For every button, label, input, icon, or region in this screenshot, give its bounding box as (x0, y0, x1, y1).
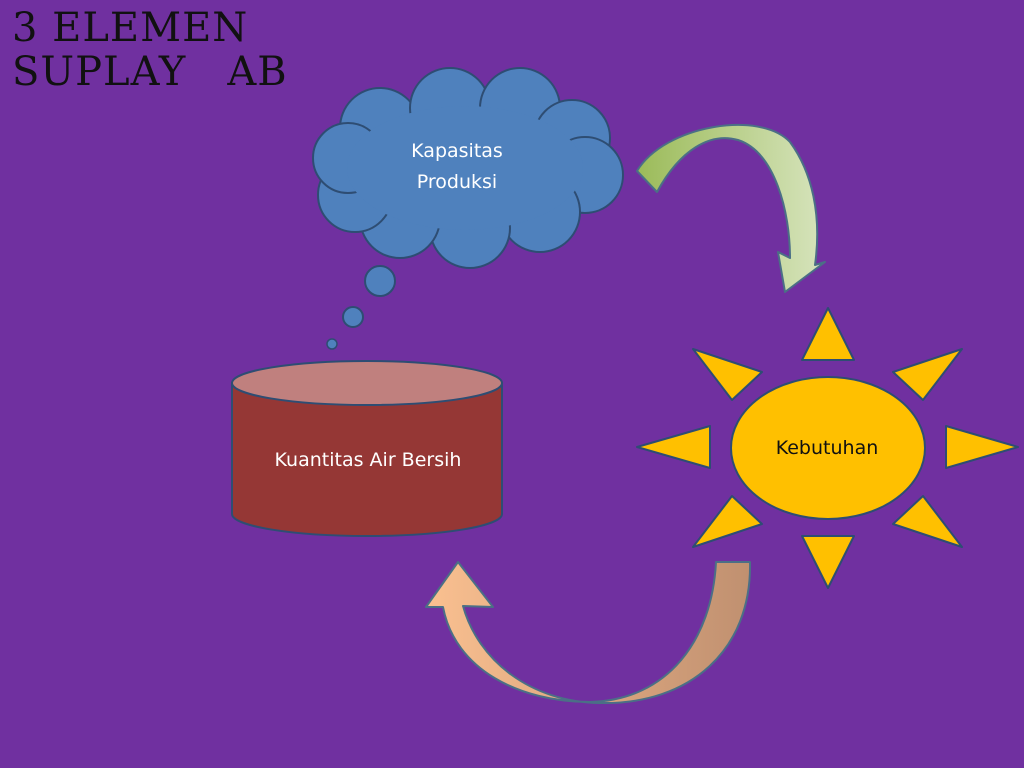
sun-ray-top (801, 307, 855, 361)
cylinder-shape (231, 360, 503, 537)
sun-ray-left (636, 425, 711, 469)
arrow-sun-to-cylinder (425, 561, 752, 705)
sun-body (730, 376, 926, 520)
slide-title: 3 ELEMEN SUPLAY AB (12, 6, 288, 94)
title-line-1: 3 ELEMEN (12, 5, 249, 51)
sun-shape (636, 307, 1019, 589)
cloud-label-line-1: Kapasitas (411, 140, 503, 162)
sun-ray-bottom-left (692, 495, 763, 548)
cloud-shape (312, 67, 624, 269)
sun-ray-top-left (692, 348, 763, 401)
cloud-label-line-2: Produksi (416, 171, 498, 193)
title-line-2: SUPLAY AB (12, 49, 288, 95)
sun-ray-bottom (801, 535, 855, 589)
sun-ray-right (945, 425, 1019, 469)
cloud-label: Kapasitas Produksi (372, 136, 542, 198)
cylinder-label: Kuantitas Air Bersih (274, 449, 462, 471)
thought-bubble-small (326, 338, 338, 350)
arrow-cloud-to-sun (636, 123, 826, 293)
sun-ray-bottom-right (892, 495, 963, 548)
thought-bubble-medium (342, 306, 364, 328)
thought-bubble-large (364, 265, 396, 297)
sun-ray-top-right (892, 348, 963, 401)
sun-label: Kebutuhan (775, 437, 879, 459)
